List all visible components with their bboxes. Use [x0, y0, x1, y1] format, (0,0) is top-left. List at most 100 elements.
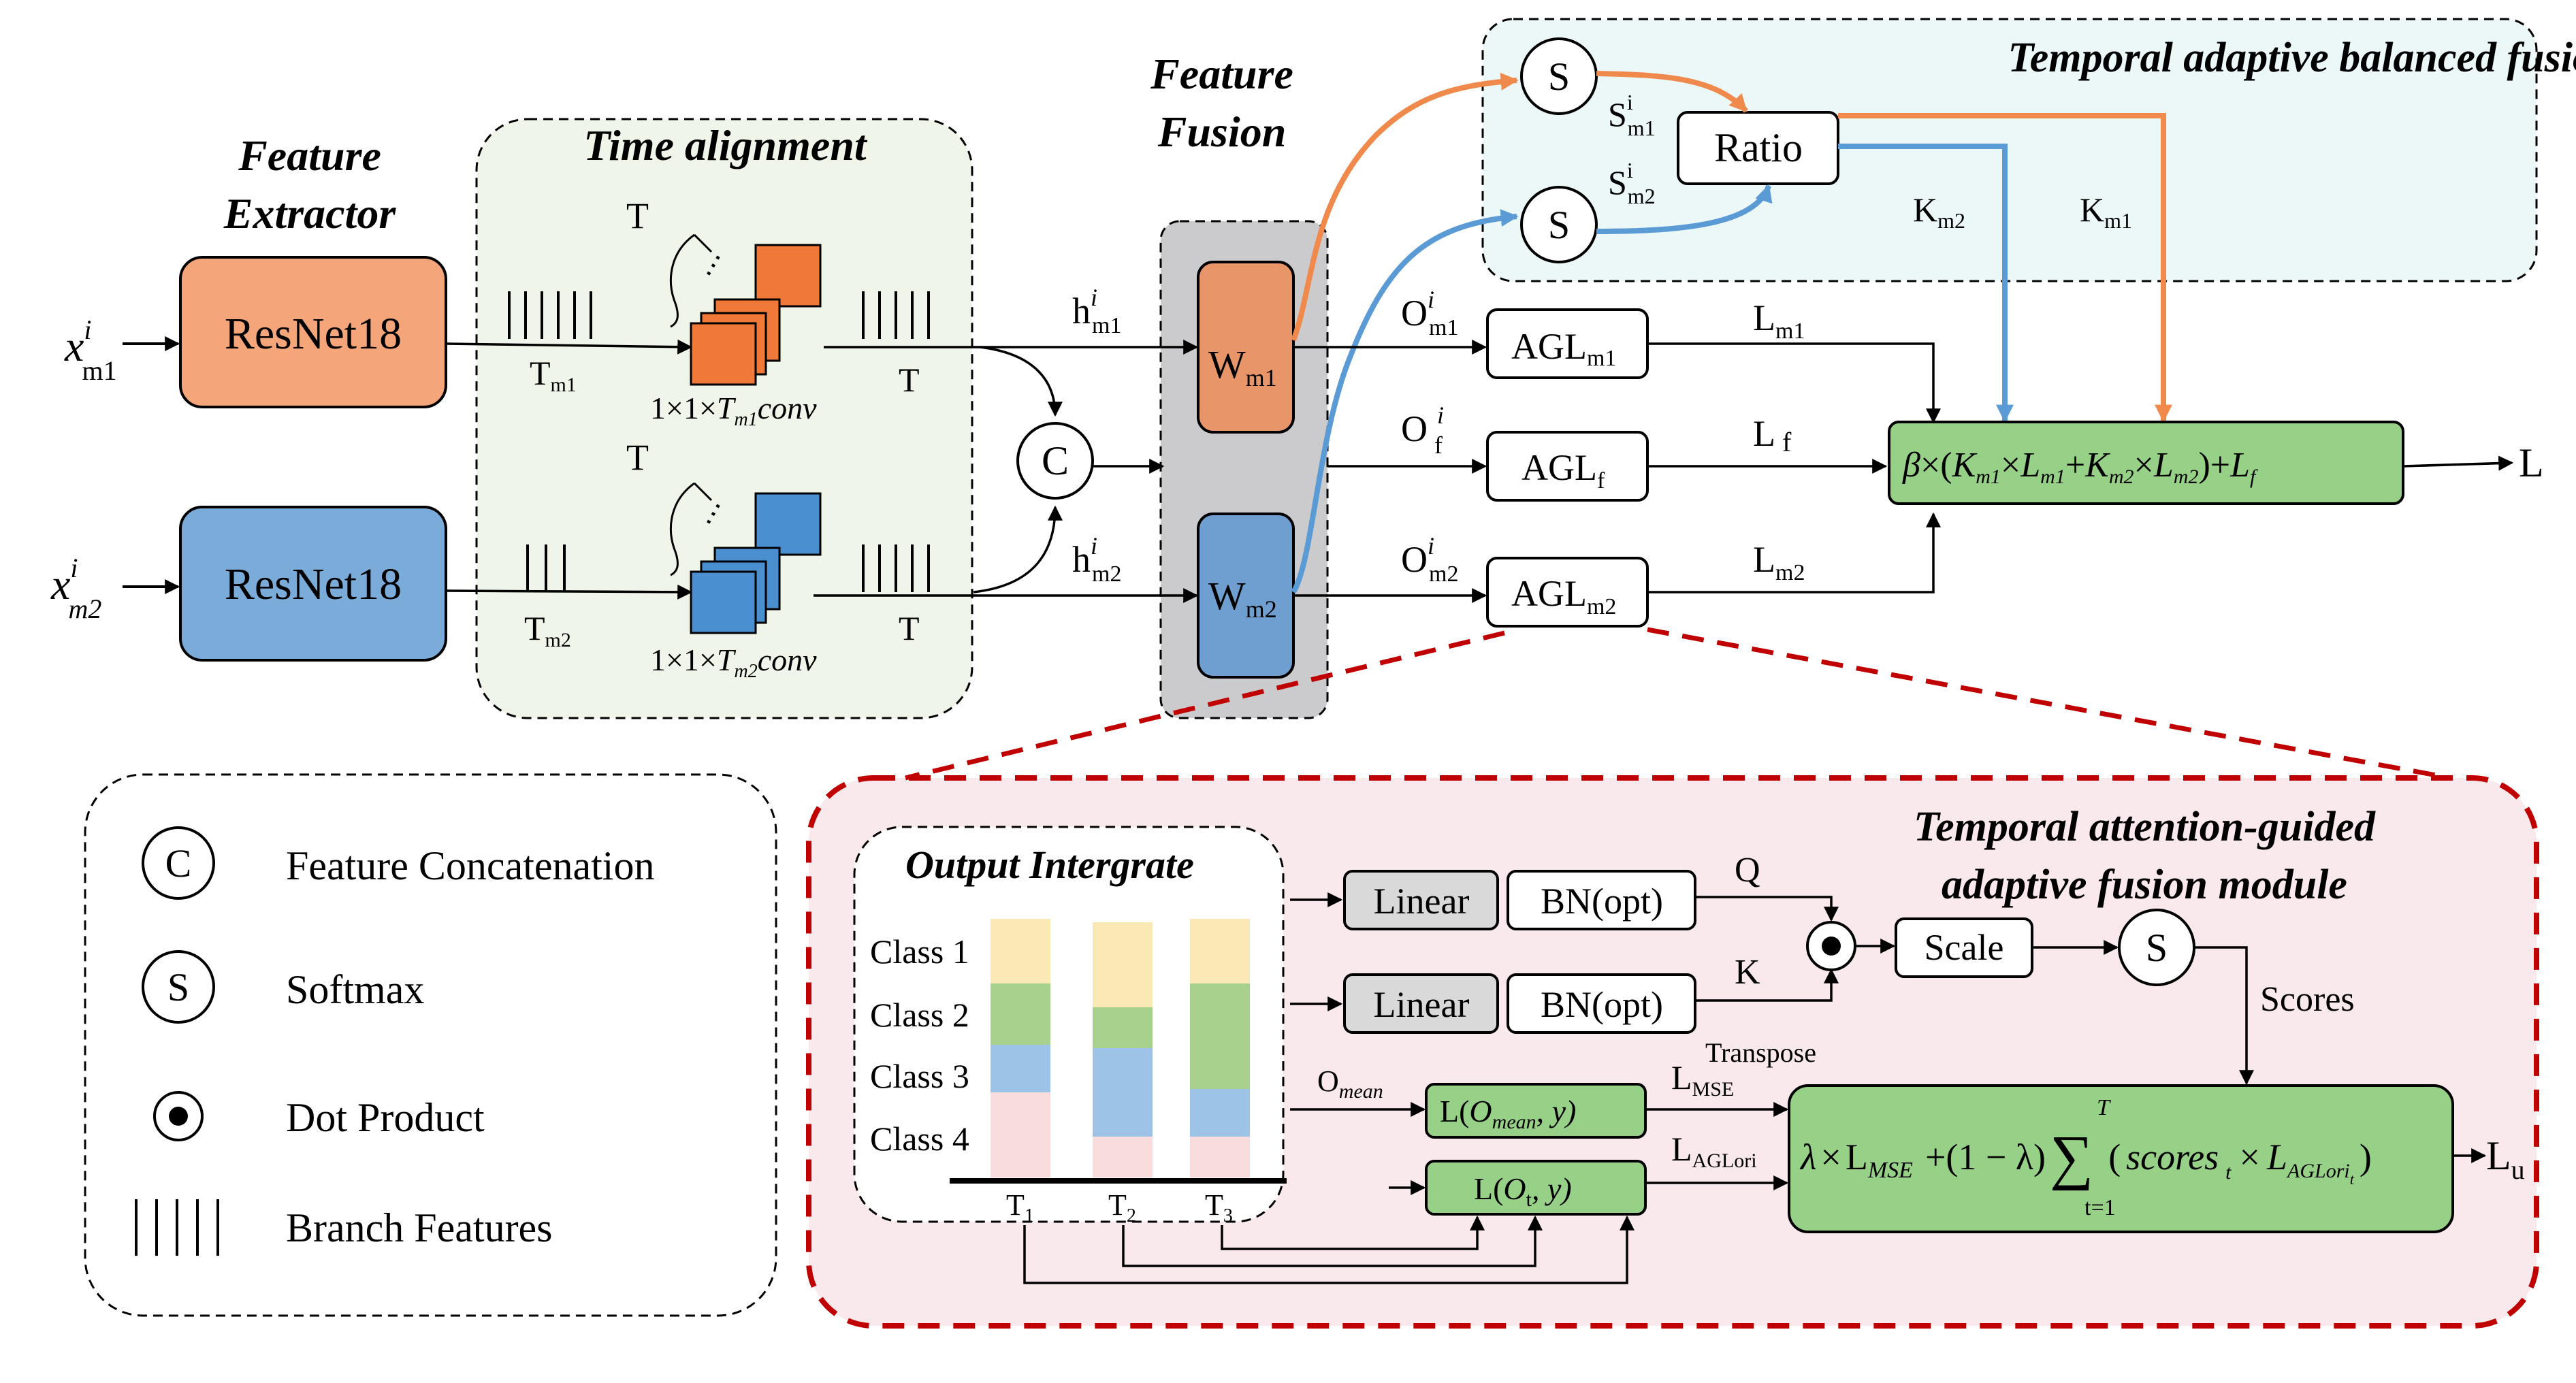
- output-integrate-region: [853, 826, 1285, 1223]
- linear-bottom-label: Linear: [1374, 984, 1470, 1025]
- label-L-AGLori: LAGLori: [1671, 1130, 1757, 1172]
- legend-softmax-label: Softmax: [286, 967, 424, 1012]
- stacked-bar-T3: [1190, 919, 1250, 1177]
- dot-product-center: [1822, 937, 1841, 956]
- concat-label: C: [1042, 438, 1069, 483]
- arrow-resnet-m2-to-conv: [445, 584, 693, 600]
- conv-kernel-m1-icon: ⋯: [669, 233, 822, 386]
- linear-top-label: Linear: [1374, 881, 1470, 922]
- module-softmax-label: S: [2146, 926, 2168, 970]
- module-loss-box: [1788, 1084, 2454, 1233]
- label-K-m1: Km1: [2080, 191, 2132, 233]
- arrow-L-m1: [1647, 342, 1941, 424]
- legend-branch-features-icon: [135, 1199, 219, 1256]
- legend-dot-product-icon: [153, 1091, 204, 1141]
- concat-circle: [1016, 422, 1094, 500]
- arrow-T3-to-loss: [1221, 1215, 1485, 1250]
- softmax-top-label: S: [1548, 54, 1570, 99]
- softmax-bottom-label: S: [1548, 203, 1570, 247]
- label-L-MSE: LMSE: [1671, 1058, 1734, 1101]
- legend-branch-features-label: Branch Features: [286, 1205, 553, 1250]
- blue-softmax-to-ratio: [1596, 184, 1773, 234]
- bn-top-label: BN(opt): [1541, 881, 1663, 922]
- loss-t-box: [1425, 1160, 1647, 1216]
- time-alignment-region: [475, 118, 973, 719]
- blue-arrow-to-softmax: [1291, 209, 1519, 594]
- class-1-label: Class 1: [870, 932, 969, 971]
- fusion-title-line2: Fusion: [1157, 108, 1287, 156]
- label-K: K: [1735, 953, 1760, 992]
- resnet-m2-label: ResNet18: [225, 559, 402, 609]
- timestep-T3: T3: [1205, 1188, 1233, 1226]
- svg-text:S: S: [167, 965, 189, 1009]
- arrow-m1-to-concat: [980, 346, 1063, 417]
- label-L-m1: Lm1: [1753, 297, 1805, 344]
- aligned-features-m2: [862, 544, 930, 592]
- label-T-out-top: T: [899, 361, 920, 399]
- w-m1-label: Wm1: [1208, 342, 1277, 391]
- legend-concat-label: Feature Concatenation: [286, 843, 654, 888]
- legend-concat-icon: C: [142, 826, 215, 900]
- linear-top-box: [1343, 870, 1499, 930]
- stacked-bar-T2: [1093, 922, 1153, 1177]
- arrow-K: [1695, 968, 1839, 1002]
- balanced-loss-region: [1481, 18, 2538, 282]
- ratio-label: Ratio: [1714, 125, 1803, 170]
- label-O-mean: Omean: [1317, 1064, 1383, 1103]
- scale-label: Scale: [1925, 927, 2004, 968]
- resnet-m1-label: ResNet18: [225, 309, 402, 359]
- label-T-bottom: T: [626, 437, 649, 478]
- agl-f-label: AGLf: [1522, 447, 1605, 493]
- resnet-m1-box: [179, 256, 447, 408]
- conv-kernel-m2-icon: ⋯: [669, 482, 822, 634]
- sigma-upper: T: [2097, 1095, 2111, 1120]
- linear-bottom-box: [1343, 973, 1499, 1034]
- output-integrate-title: Output Intergrate: [905, 843, 1194, 887]
- timestep-T2: T2: [1108, 1188, 1136, 1226]
- label-scores: Scores: [2260, 980, 2355, 1019]
- branch-features-m1: [508, 291, 592, 339]
- class-2-label: Class 2: [870, 996, 969, 1034]
- conv-m2-label: 1×1×Tm2conv: [650, 642, 817, 682]
- timestep-T1: T1: [1006, 1188, 1034, 1226]
- bn-bottom-label: BN(opt): [1541, 984, 1663, 1025]
- label-L-u: Lu: [2486, 1133, 2525, 1185]
- arrow-L-m2: [1647, 512, 1941, 593]
- zoom-line-right: [1647, 627, 2451, 781]
- module-title-line1: Temporal attention-guided: [1914, 804, 2376, 850]
- module-title-line2: adaptive fusion module: [1942, 862, 2347, 908]
- label-final-L: L: [2519, 440, 2544, 485]
- resnet-m2-box: [179, 506, 447, 662]
- extractor-title-line2: Extractor: [223, 189, 397, 238]
- arrow-m2-to-concat: [973, 505, 1063, 593]
- loss-mean-box: [1425, 1083, 1647, 1139]
- arrow-scores: [2194, 946, 2254, 1086]
- sigma-lower: t=1: [2084, 1195, 2116, 1220]
- bn-top-box: [1507, 870, 1696, 930]
- arrow-T2-to-loss: [1122, 1215, 1543, 1267]
- agl-m1-label: AGLm1: [1511, 326, 1616, 371]
- branch-features-m2: [526, 544, 566, 592]
- arrow-final-L: [2402, 455, 2514, 471]
- label-L-m2: Lm2: [1753, 539, 1805, 585]
- balanced-loss-title: Temporal adaptive balanced fusion loss: [2008, 35, 2576, 81]
- orange-K-m1-arrow: [1838, 113, 2172, 423]
- softmax-bottom-circle: [1520, 186, 1598, 263]
- extractor-title-line1: Feature: [238, 131, 381, 180]
- bn-bottom-box: [1507, 973, 1696, 1034]
- blue-K-m2-arrow: [1838, 144, 2014, 423]
- label-Q: Q: [1735, 851, 1760, 890]
